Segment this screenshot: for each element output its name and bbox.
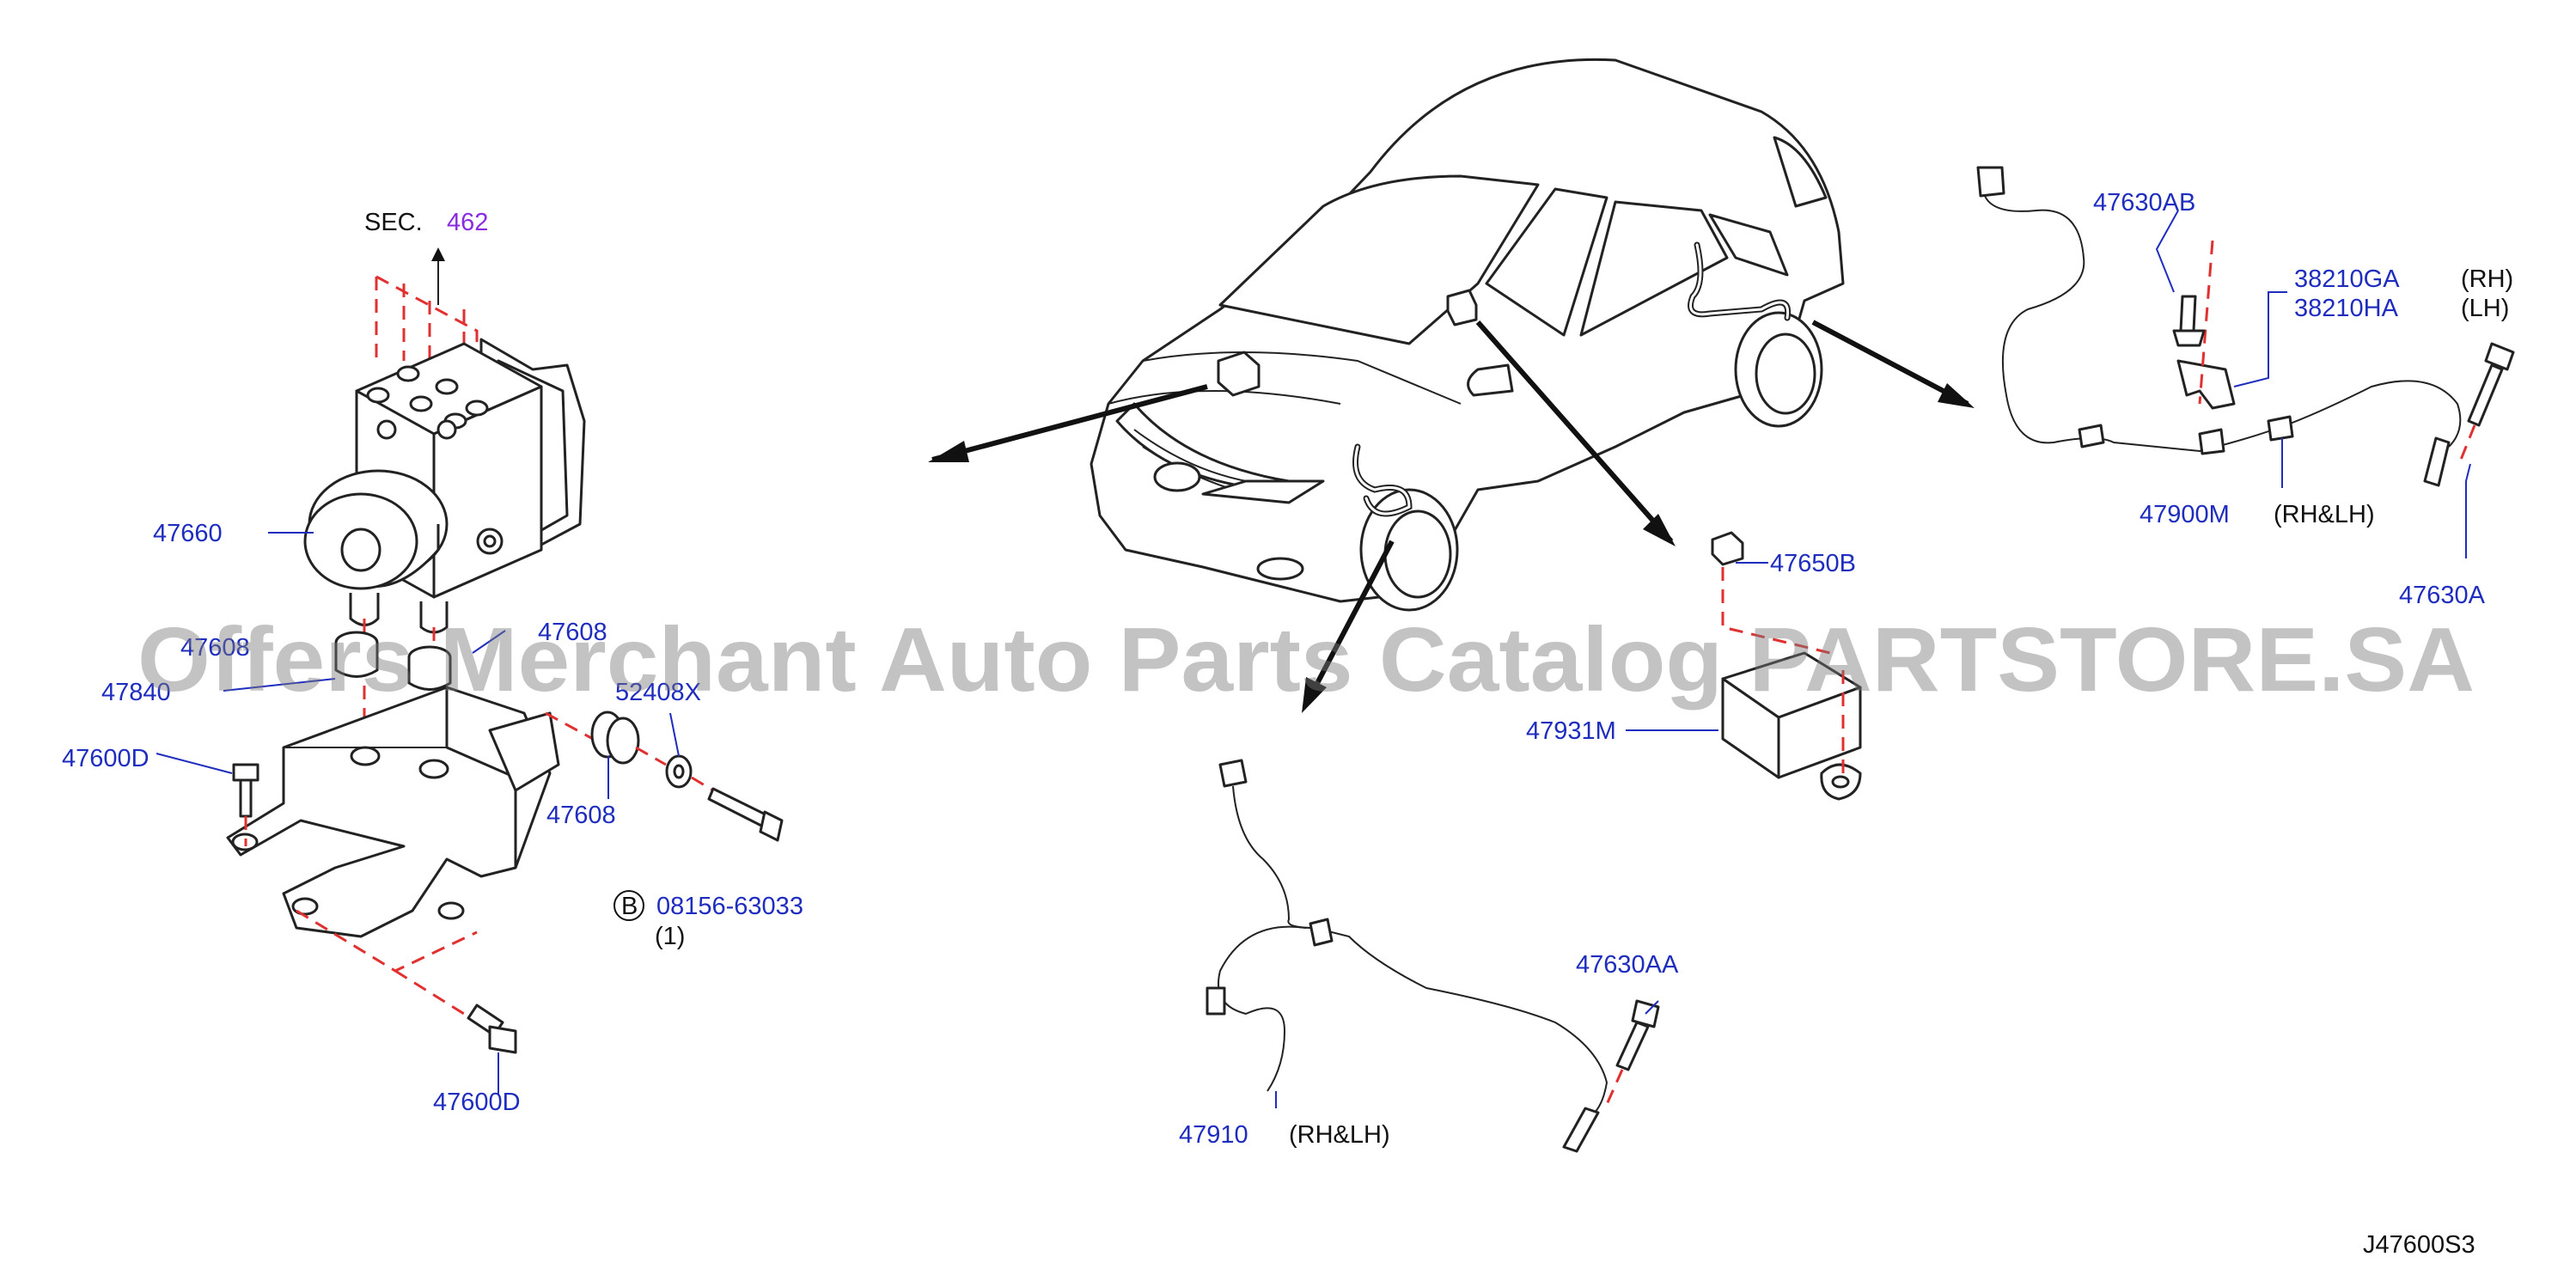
part-number-47600d-left[interactable]: 47600D bbox=[62, 745, 150, 772]
yaw-rate-sensor-47931m bbox=[1711, 531, 1862, 801]
side-38210ha: (LH) bbox=[2461, 295, 2509, 322]
part-number-08156-63033[interactable]: 08156-63033 bbox=[656, 893, 803, 920]
part-number-38210ha[interactable]: 38210HA bbox=[2294, 295, 2399, 322]
side-47900m: (RH&LH) bbox=[2274, 501, 2375, 528]
vehicle-illustration bbox=[928, 58, 1975, 713]
watermark-text: Offers Merchant Auto Parts Catalog PARTS… bbox=[137, 609, 2475, 711]
part-number-38210ga[interactable]: 38210GA bbox=[2294, 265, 2400, 293]
rear-wheel-sensor-47900m bbox=[1976, 166, 2515, 487]
abs-actuator-assembly bbox=[226, 275, 784, 1054]
part-number-47650b[interactable]: 47650B bbox=[1770, 550, 1856, 577]
part-number-47660[interactable]: 47660 bbox=[153, 520, 223, 547]
part-number-47840[interactable]: 47840 bbox=[101, 679, 171, 706]
part-number-47608[interactable]: 47608 bbox=[546, 802, 616, 829]
part-number-52408x[interactable]: 52408X bbox=[615, 679, 701, 706]
marker-circle bbox=[613, 890, 644, 921]
section-ref-link[interactable]: 462 bbox=[447, 209, 488, 236]
side-47910: (RH&LH) bbox=[1289, 1121, 1390, 1149]
part-number-47630aa[interactable]: 47630AA bbox=[1576, 951, 1679, 979]
part-number-47931m[interactable]: 47931M bbox=[1526, 717, 1616, 745]
part-number-47608-left[interactable]: 47608 bbox=[180, 634, 250, 662]
leader-lines bbox=[156, 210, 2471, 1108]
side-38210ga: (RH) bbox=[2461, 265, 2513, 293]
quantity-08156: (1) bbox=[655, 923, 685, 950]
drawing-code: J47600S3 bbox=[2363, 1231, 2475, 1259]
part-number-47600d-bottom[interactable]: 47600D bbox=[433, 1089, 521, 1116]
front-wheel-sensor-47910 bbox=[1206, 759, 1660, 1153]
section-ref-prefix: SEC. bbox=[364, 209, 423, 236]
part-number-47608-top[interactable]: 47608 bbox=[538, 619, 607, 646]
part-number-47630a[interactable]: 47630A bbox=[2399, 582, 2486, 609]
part-labels: SEC. 462 47660 47608 47608 47840 52408X … bbox=[62, 189, 2513, 1259]
marker-b: B bbox=[621, 893, 638, 920]
part-number-47900m[interactable]: 47900M bbox=[2140, 501, 2230, 528]
part-number-47910[interactable]: 47910 bbox=[1179, 1121, 1248, 1149]
part-number-47630ab[interactable]: 47630AB bbox=[2093, 189, 2195, 217]
